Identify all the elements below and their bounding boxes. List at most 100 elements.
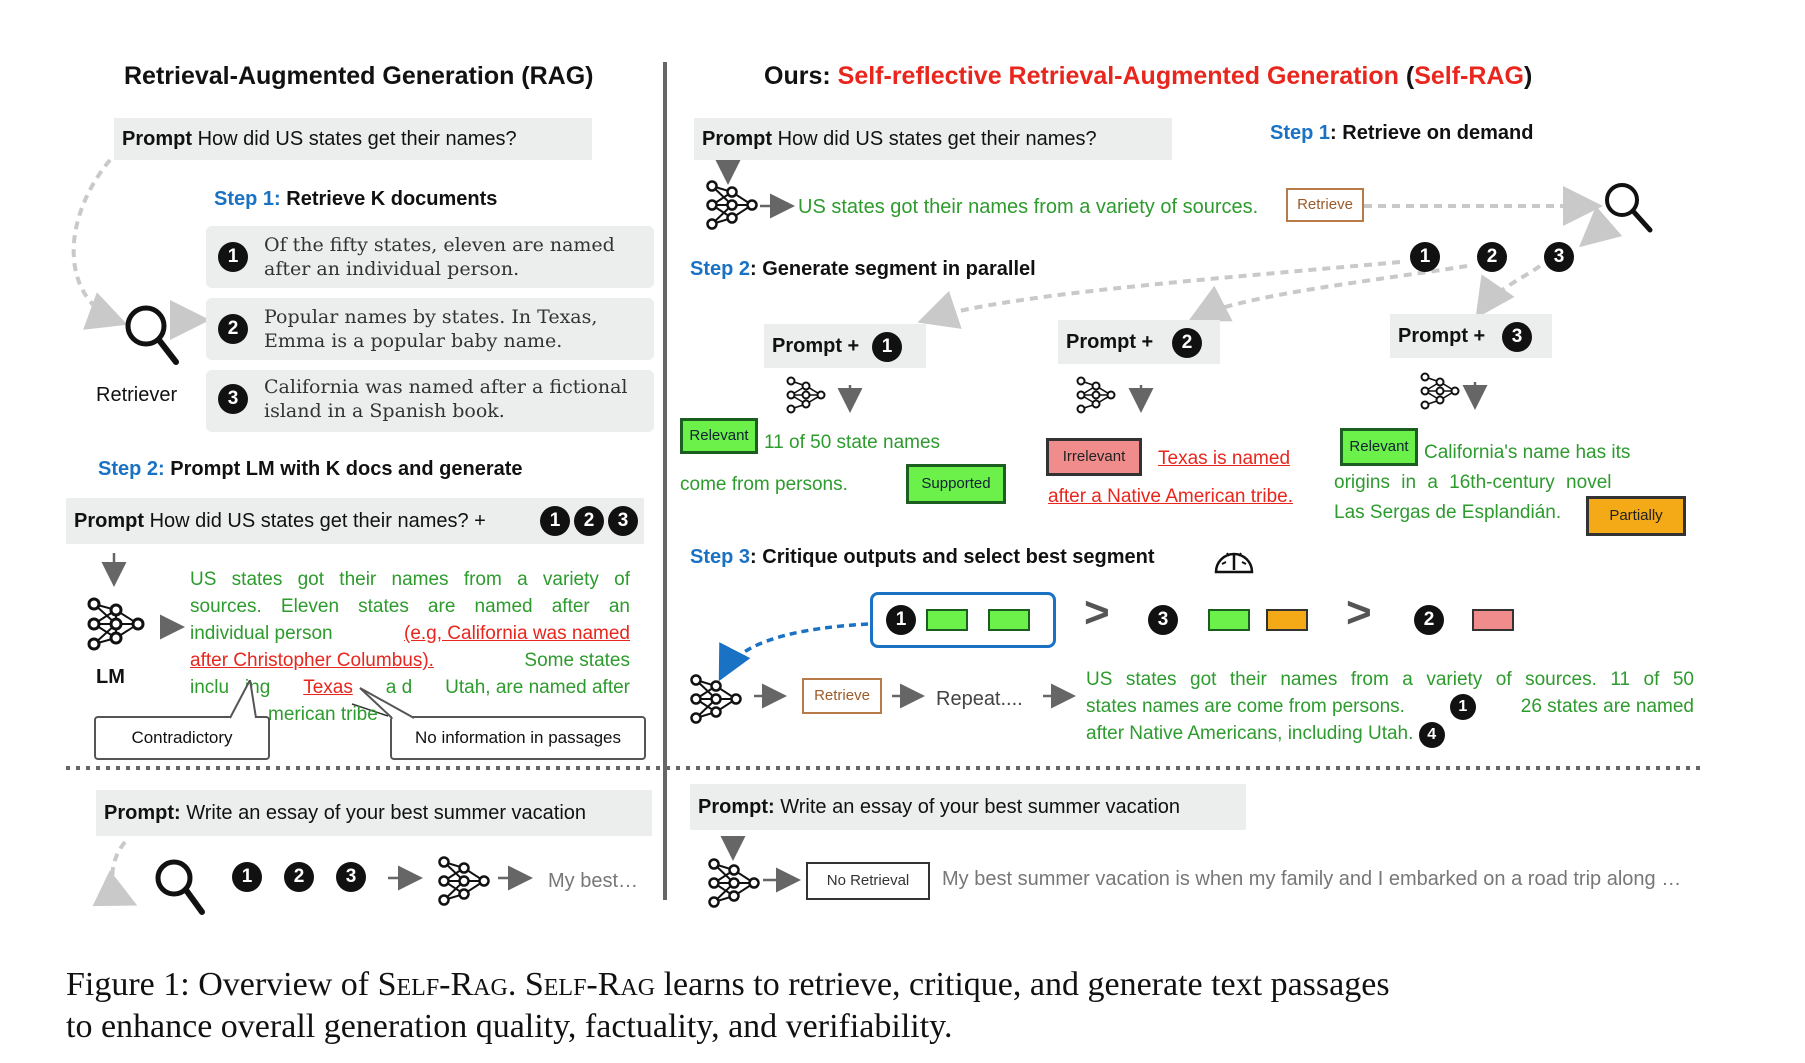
doc-line: California was named after a fictional xyxy=(264,376,628,398)
no-info-callout: No information in passages xyxy=(390,716,646,760)
prompt-label: Prompt: xyxy=(698,796,775,818)
doc-number-1: 1 xyxy=(872,332,902,362)
rag-prompt2-box: Prompt How did US states get their names… xyxy=(66,498,644,544)
seg3-text-b: origins in a 16th-century novel xyxy=(1334,472,1612,493)
search-icon xyxy=(155,859,205,915)
bottom-left-prompt: Prompt: Write an essay of your best summ… xyxy=(96,790,652,836)
supported-tag: Supported xyxy=(906,464,1006,504)
doc-line: Of the fifty states, eleven are named xyxy=(264,234,615,256)
neural-net-icon xyxy=(690,674,742,724)
doc-text-1: Of the fifty states, eleven are named af… xyxy=(264,233,615,281)
search-icon xyxy=(1605,183,1653,233)
seg3-text-a: California's name has its xyxy=(1424,442,1631,463)
prompt-text: How did US states get their names? + xyxy=(149,510,486,532)
prompt-plus-label: Prompt + xyxy=(1398,325,1486,347)
gen-fragment: after Christopher Columbus). xyxy=(190,650,434,671)
contradictory-callout: Contradictory xyxy=(94,716,270,760)
gen-fragment: Utah, are named after xyxy=(445,677,630,698)
gen-line: after Christopher Columbus). Some states xyxy=(190,647,630,674)
gen-fragment: d xyxy=(401,677,413,698)
doc-number-1: 1 xyxy=(1410,242,1440,272)
doc-number-2: 2 xyxy=(1414,605,1444,635)
doc-text-3: California was named after a fictional i… xyxy=(264,375,628,423)
first-output-text: US states got their names from a variety… xyxy=(798,196,1259,218)
prompt-text: Write an essay of your best summer vacat… xyxy=(186,802,587,824)
rag-title: Retrieval-Augmented Generation (RAG) xyxy=(124,62,594,90)
neural-net-icon xyxy=(706,180,758,230)
selfrag-prompt-box: Prompt How did US states get their names… xyxy=(694,118,1172,160)
step-text: Prompt LM with K docs and generate xyxy=(170,458,523,480)
no-retrieval-tag: No Retrieval xyxy=(806,862,930,900)
doc-number-3: 3 xyxy=(336,862,366,892)
gen-fragment: Some states xyxy=(524,650,630,671)
step-text: : Generate segment in parallel xyxy=(750,258,1036,280)
gen-fragment: Texas xyxy=(303,677,353,698)
doc-number-3: 3 xyxy=(1148,605,1178,635)
step-label: Step 3 xyxy=(690,546,751,568)
best-segment-box xyxy=(870,592,1056,648)
gen-line: US states got their names from a variety… xyxy=(190,569,630,590)
final-fragment: 26 states are named xyxy=(1520,696,1694,717)
final-output-text: US states got their names from a variety… xyxy=(1086,666,1694,748)
selfrag-step3: Step 3: Critique outputs and select best… xyxy=(690,546,1155,569)
bottom-right-output: My best summer vacation is when my famil… xyxy=(942,868,1682,890)
relevant-tag: Relevant xyxy=(680,418,758,454)
doc-line: Popular names by states. In Texas, xyxy=(264,306,598,328)
prompt-text: How did US states get their names? xyxy=(777,128,1097,150)
caption-fragment: Figure 1: Overview of xyxy=(66,966,370,1003)
selfrag-step2: Step 2: Generate segment in parallel xyxy=(690,258,1036,281)
irrelevant-tag: Irrelevant xyxy=(1046,438,1142,476)
neural-net-icon xyxy=(87,597,145,651)
retrieve-tag: Retrieve xyxy=(802,678,882,714)
prompt-label: Prompt: xyxy=(104,802,181,824)
caption-smallcaps: Self-Rag xyxy=(524,966,656,1003)
retrieve-tag: Retrieve xyxy=(1286,188,1364,222)
caption-smallcaps: Self-Rag xyxy=(377,966,508,1003)
doc-number-3: 3 xyxy=(218,384,248,414)
seg2-text-a: Texas is named xyxy=(1158,448,1291,469)
doc-number-1: 1 xyxy=(232,862,262,892)
rag-prompt-box: Prompt How did US states get their names… xyxy=(114,118,592,160)
rag-generation-text: US states got their names from a variety… xyxy=(190,566,630,728)
title-paren: ) xyxy=(1523,62,1533,90)
bottom-left-output: My best… xyxy=(548,870,639,892)
prompt-plus-label: Prompt + xyxy=(772,335,860,357)
doc-line: Emma is a popular baby name. xyxy=(264,330,563,352)
green-segment xyxy=(1208,609,1250,631)
prompt-label: Prompt xyxy=(122,128,192,150)
doc-number-1: 1 xyxy=(218,242,248,272)
step-text: : Critique outputs and select best segme… xyxy=(750,546,1155,568)
gauge-icon xyxy=(1214,552,1254,574)
title-paren: ( xyxy=(1405,62,1415,90)
neural-net-icon xyxy=(1420,372,1460,410)
seg1-text-a: 11 of 50 state names xyxy=(764,432,941,453)
doc-line: island in a Spanish book. xyxy=(264,400,505,422)
green-segment xyxy=(926,609,968,631)
gen-line: merican tribe xyxy=(268,704,378,725)
gen-fragment: individual person xyxy=(190,623,333,644)
rag-step2: Step 2: Prompt LM with K docs and genera… xyxy=(98,458,523,481)
final-line: after Native Americans, including Utah. … xyxy=(1086,720,1694,748)
partially-tag: Partially xyxy=(1586,496,1686,536)
title-prefix: Ours: xyxy=(764,62,831,90)
step-label: Step 1 xyxy=(1270,122,1331,144)
retriever-label: Retriever xyxy=(96,384,178,406)
relevant-tag: Relevant xyxy=(1340,428,1418,466)
pink-segment xyxy=(1472,609,1514,631)
prompt-plus-label: Prompt + xyxy=(1066,331,1154,353)
doc-number-1: 1 xyxy=(886,605,916,635)
final-line: states names are come from persons. 1 26 s… xyxy=(1086,693,1694,720)
doc-box-1 xyxy=(206,226,654,288)
gen-line: sources. Eleven states are named after a… xyxy=(190,596,630,617)
doc-number-1: 1 xyxy=(1449,693,1476,720)
doc-box-2 xyxy=(206,298,654,360)
doc-number-3: 3 xyxy=(1544,242,1574,272)
gen-fragment: a xyxy=(385,677,397,698)
final-fragment: states names are come from persons. xyxy=(1086,696,1405,717)
step-label: Step 2 xyxy=(690,258,751,280)
gen-fragment: (e.g, California was named xyxy=(404,623,630,644)
selfrag-step1: Step 1: Retrieve on demand xyxy=(1270,122,1533,145)
